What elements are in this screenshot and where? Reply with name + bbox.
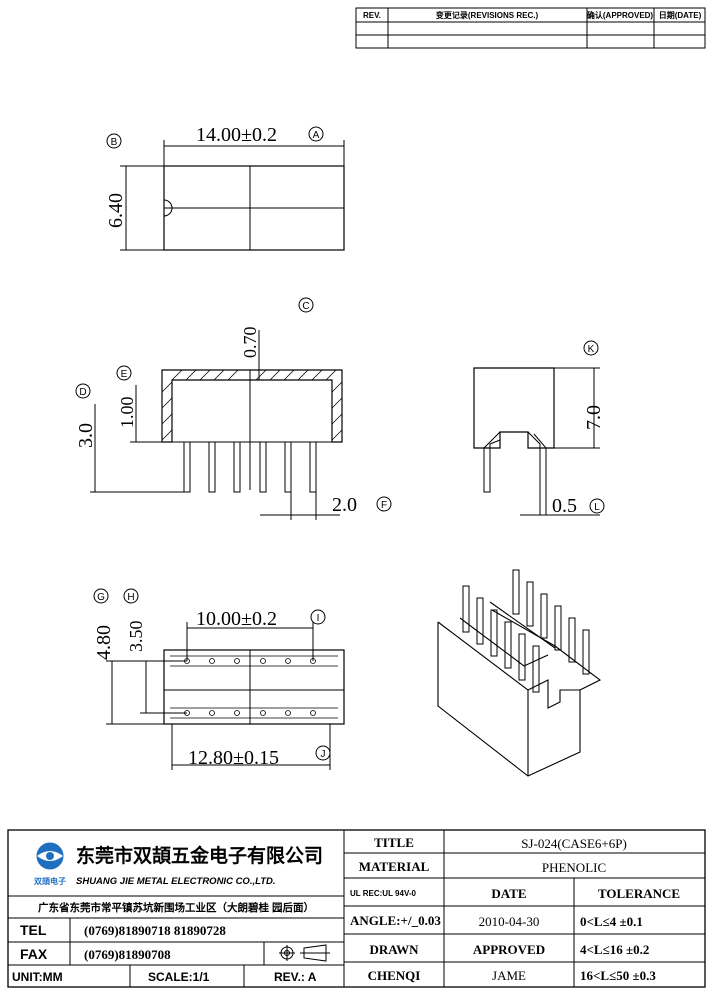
marker-c: C: [302, 301, 309, 312]
bottom-view: [106, 622, 345, 770]
dim-b-text: 6.40: [105, 193, 127, 228]
marker-d: D: [79, 387, 86, 398]
angle-label: ANGLE:+/_0.03: [350, 913, 441, 928]
date-label: DATE: [491, 886, 526, 901]
title-label: TITLE: [374, 835, 414, 850]
tel-label: TEL: [20, 922, 47, 938]
end-view: [473, 367, 600, 516]
dim-e-text: 1.00: [117, 397, 137, 429]
marker-a: A: [313, 130, 320, 141]
material-label: MATERIAL: [359, 859, 430, 874]
dim-h-text: 3.50: [126, 621, 146, 653]
fax-label: FAX: [20, 946, 48, 962]
company-name-en: SHUANG JIE METAL ELECTRONIC CO.,LTD.: [76, 876, 276, 887]
tolerance-row-3: 16<L≤50 ±0.3: [580, 968, 656, 983]
approved-label: APPROVED: [473, 942, 545, 957]
marker-h: H: [127, 592, 134, 603]
marker-b: B: [111, 137, 118, 148]
approved-header: 确认(APPROVED): [587, 10, 654, 20]
logo-text: 双頡电子: [34, 876, 66, 886]
marker-l: L: [594, 502, 600, 513]
marker-k: K: [588, 344, 595, 355]
drawn-label: DRAWN: [369, 942, 419, 957]
checked-name: JAME: [492, 968, 526, 983]
tolerance-row-2: 4<L≤16 ±0.2: [580, 942, 649, 957]
isometric-view: [437, 569, 602, 777]
dim-l-text: 0.5: [552, 495, 577, 517]
date-header: 日期(DATE): [659, 10, 702, 20]
dim-d-text: 3.0: [75, 423, 97, 448]
company-logo: [36, 842, 64, 870]
projection-symbol-icon: [279, 944, 330, 962]
tolerance-label: TOLERANCE: [598, 886, 680, 901]
marker-j: J: [321, 749, 326, 760]
title-value: SJ-024(CASE6+6P): [521, 836, 627, 851]
scale-label: SCALE:1/1: [148, 970, 210, 984]
rev-header: REV.: [363, 11, 381, 20]
dim-c-text: 0.70: [240, 327, 260, 359]
dim-j-text: 12.80±0.15: [188, 747, 279, 769]
revisions-header: 变更记录(REVISIONS REC.): [436, 10, 539, 20]
dim-g-text: 4.80: [93, 625, 115, 660]
dim-i-text: 10.00±0.2: [196, 608, 277, 630]
revision-table: [355, 7, 706, 49]
company-address: 广东省东莞市常平镇苏坑新围场工业区（大朗碧桂 园后面）: [38, 901, 314, 914]
dim-f-text: 2.0: [332, 494, 357, 516]
marker-f: F: [381, 500, 387, 511]
dim-k-text: 7.0: [583, 405, 605, 430]
dim-a-text: 14.00±0.2: [196, 124, 277, 146]
marker-e: E: [121, 369, 128, 380]
fax-value: (0769)81890708: [84, 947, 171, 962]
checked-label: CHENQI: [368, 968, 421, 983]
unit-label: UNIT:MM: [12, 970, 63, 984]
markers: [75, 126, 605, 761]
date-value: 2010-04-30: [479, 914, 540, 929]
top-view: [120, 140, 345, 251]
company-name-cn: 东莞市双頡五金电子有限公司: [76, 844, 323, 867]
title-block: [7, 829, 706, 988]
tolerance-row-1: 0<L≤4 ±0.1: [580, 914, 643, 929]
marker-i: I: [317, 613, 320, 624]
side-view: [90, 330, 343, 520]
material-value: PHENOLIC: [542, 860, 606, 875]
rev-label: REV.: A: [274, 970, 317, 984]
marker-g: G: [97, 592, 105, 603]
tel-value: (0769)81890718 81890728: [84, 923, 226, 938]
ul-label: UL REC:UL 94V-0: [350, 889, 416, 898]
